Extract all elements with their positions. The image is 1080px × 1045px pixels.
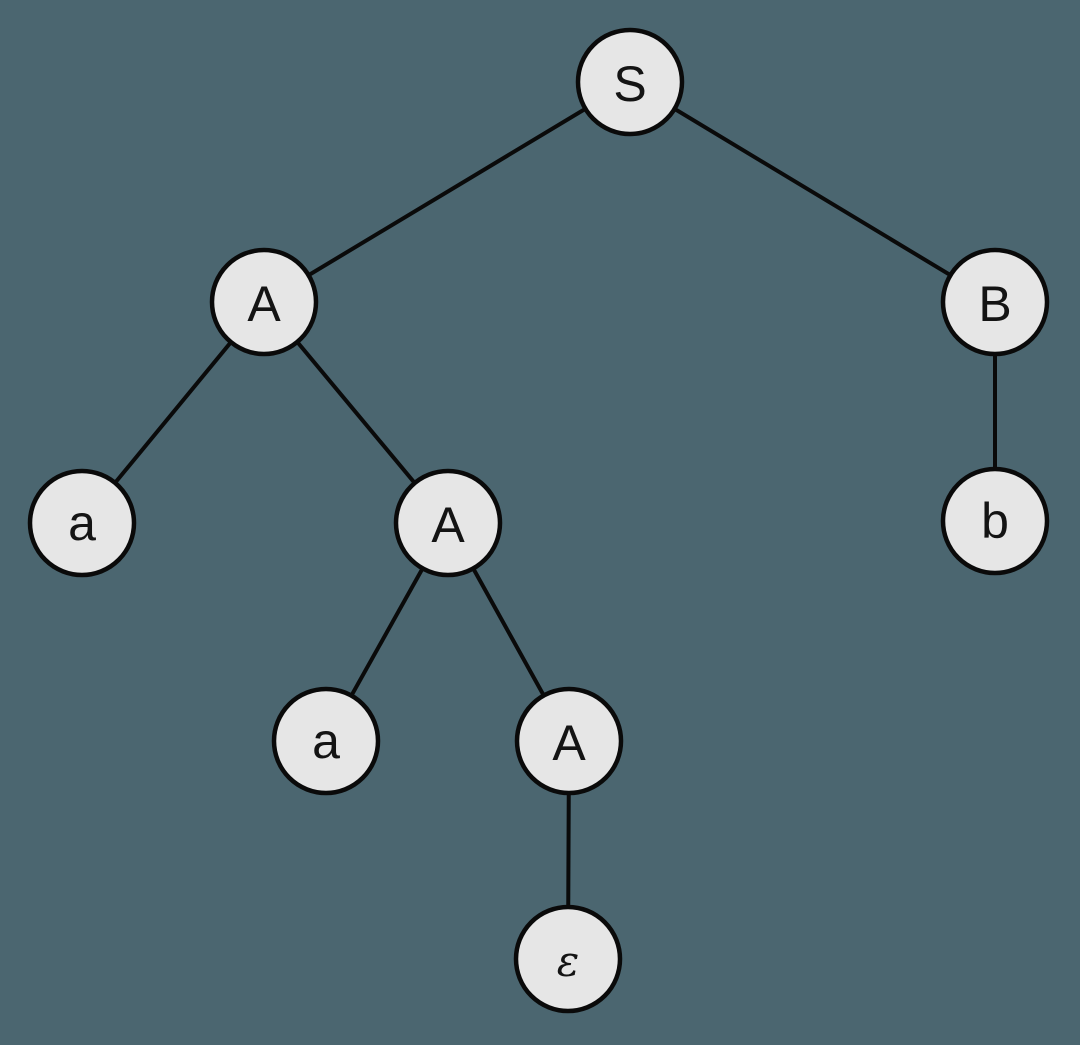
node-S-circle (575, 27, 685, 137)
node-S: S (575, 27, 685, 137)
node-a2-label: a (312, 713, 340, 769)
node-a1: a (27, 468, 137, 578)
node-b-label: b (981, 493, 1009, 549)
node-A1: A (209, 247, 319, 357)
node-epsilon-circle (513, 904, 623, 1014)
node-B-circle (940, 247, 1050, 357)
node-A3-label: A (552, 715, 586, 771)
node-a1-label: a (68, 495, 96, 551)
node-B-label: B (978, 276, 1011, 332)
node-A2-label: A (431, 497, 465, 553)
node-S-label: S (613, 56, 646, 112)
node-A2-circle (393, 468, 503, 578)
node-b-circle (940, 466, 1050, 576)
node-A2: A (393, 468, 503, 578)
node-b: b (940, 466, 1050, 576)
node-B: B (940, 247, 1050, 357)
node-A3: A (514, 686, 624, 796)
node-A1-label: A (247, 276, 281, 332)
node-a1-circle (27, 468, 137, 578)
node-A3-circle (514, 686, 624, 796)
node-a2: a (271, 686, 381, 796)
node-a2-circle (271, 686, 381, 796)
node-epsilon-label: ε (557, 937, 580, 986)
node-A1-circle (209, 247, 319, 357)
node-epsilon: ε (513, 904, 623, 1014)
edge-S-B (628, 80, 997, 304)
edge-S-A1 (262, 80, 632, 304)
